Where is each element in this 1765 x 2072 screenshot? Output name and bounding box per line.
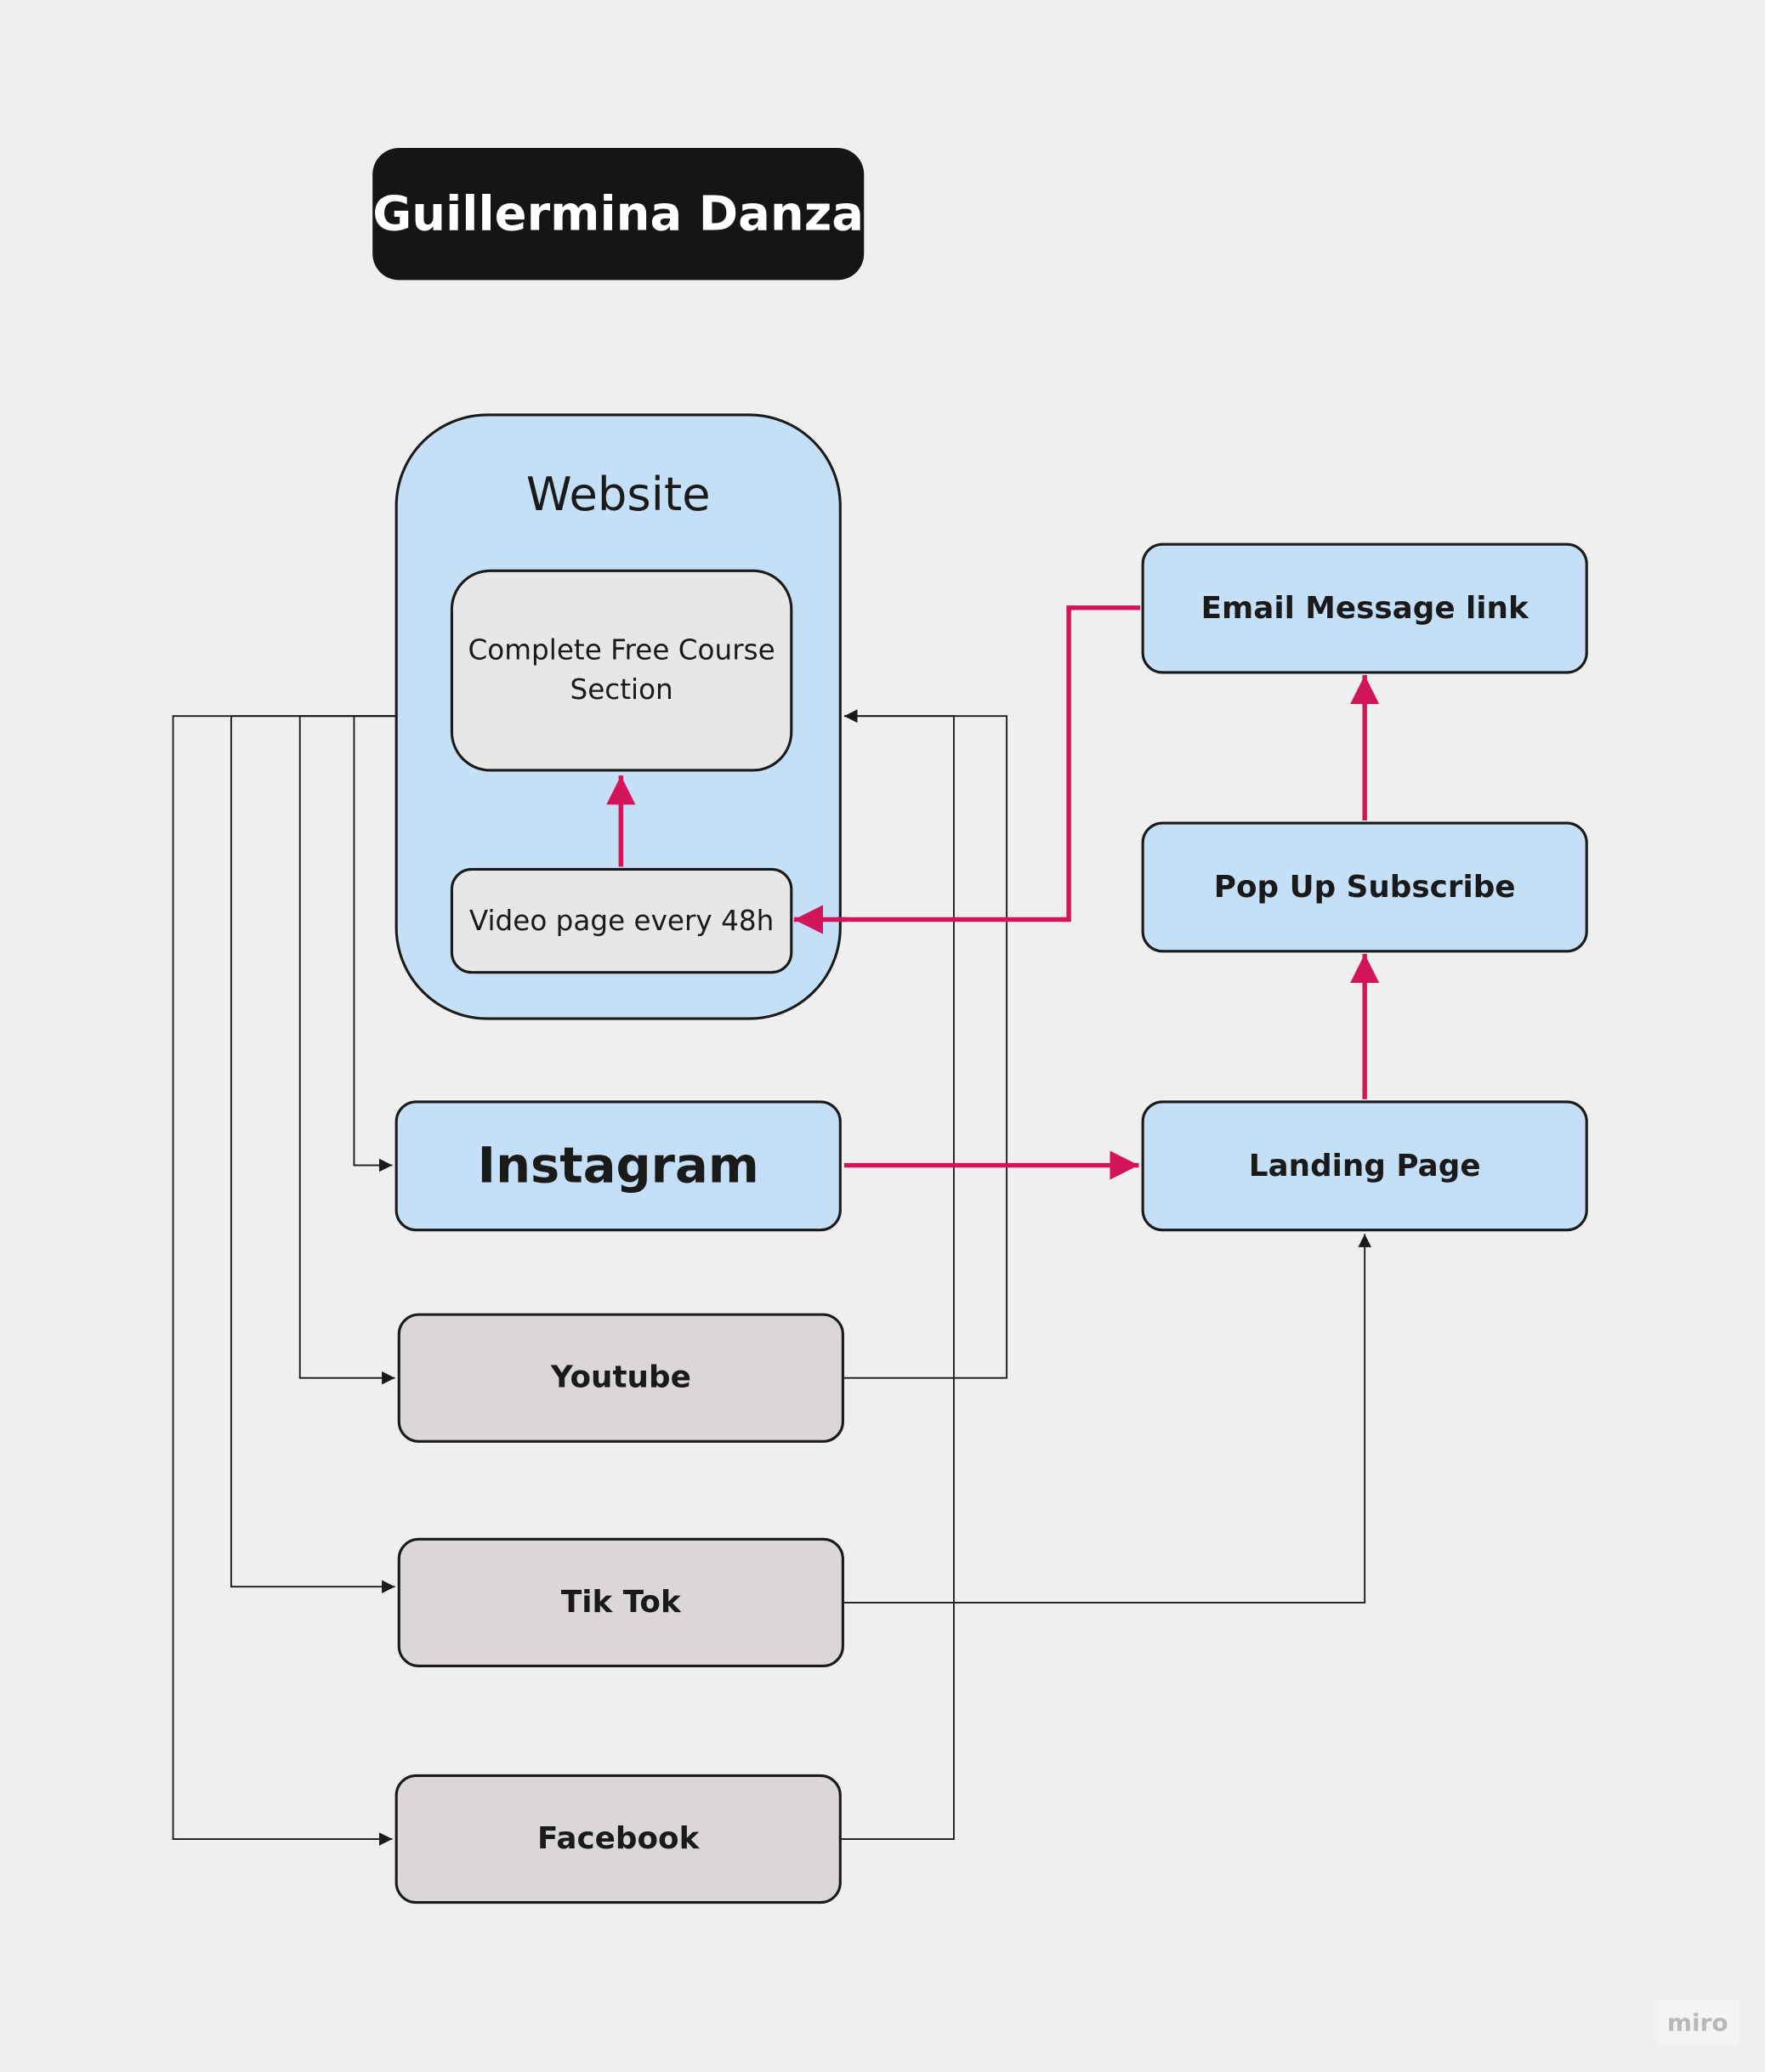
email-message-link-node[interactable]: Email Message link: [1141, 542, 1588, 674]
tiktok-label: Tik Tok: [560, 1585, 681, 1621]
edge-email-videopage: [793, 605, 1141, 934]
website-label: Website: [525, 468, 711, 522]
facebook-label: Facebook: [537, 1821, 700, 1857]
miro-watermark: miro: [1656, 2000, 1739, 2046]
landing-page-label: Landing Page: [1248, 1149, 1481, 1184]
tiktok-node[interactable]: Tik Tok: [397, 1537, 844, 1668]
edge-website-facebook: [172, 715, 395, 1846]
edge-facebook-website: [841, 709, 955, 1840]
diagram-title: Guillermina Danza: [372, 148, 865, 281]
edge-tiktok-landing: [843, 1234, 1371, 1604]
video-page-label: Video page every 48h: [468, 905, 775, 937]
pop-up-subscribe-label: Pop Up Subscribe: [1213, 870, 1516, 905]
email-message-link-label: Email Message link: [1200, 591, 1529, 626]
youtube-node[interactable]: Youtube: [397, 1313, 844, 1443]
video-page-node[interactable]: Video page every 48h: [450, 867, 793, 974]
youtube-label: Youtube: [550, 1360, 691, 1395]
edge-website-instagram: [353, 715, 395, 1172]
edge-website-tiktok: [230, 715, 395, 1594]
edge-website-youtube: [298, 715, 395, 1385]
facebook-node[interactable]: Facebook: [394, 1774, 842, 1905]
complete-free-course-label: Complete Free Course Section: [468, 634, 775, 706]
pop-up-subscribe-node[interactable]: Pop Up Subscribe: [1141, 821, 1588, 953]
instagram-label: Instagram: [477, 1137, 759, 1195]
landing-page-node[interactable]: Landing Page: [1141, 1100, 1588, 1232]
edge-youtube-website: [843, 709, 1008, 1379]
complete-free-course-node[interactable]: Complete Free Course Section: [450, 569, 793, 772]
instagram-node[interactable]: Instagram: [394, 1100, 842, 1232]
